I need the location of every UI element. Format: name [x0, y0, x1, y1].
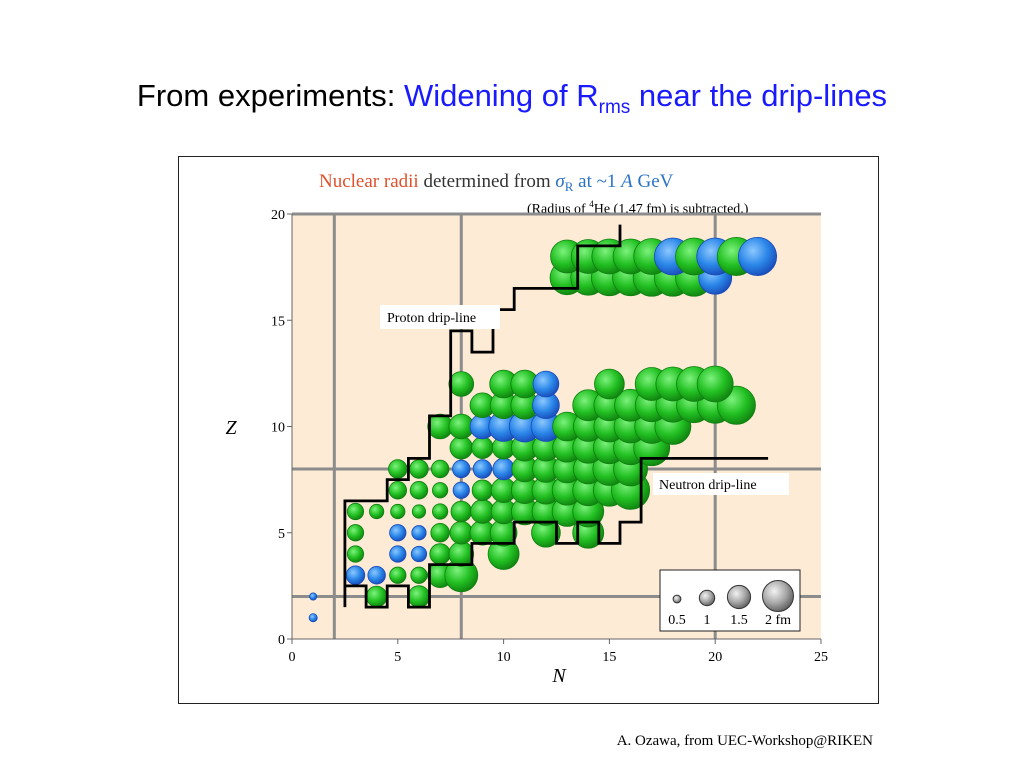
- title-suffix: near the drip-lines: [630, 78, 888, 113]
- data-point: [492, 457, 515, 481]
- data-point: [407, 585, 431, 608]
- data-point: [388, 481, 408, 500]
- data-point: [471, 479, 494, 501]
- size-legend-circle: [698, 589, 716, 607]
- data-point: [409, 481, 429, 500]
- data-point: [308, 613, 318, 623]
- x-tick-label: 20: [708, 650, 722, 665]
- figure-frame: Nuclear radii determined from σR at ~1 A…: [178, 156, 879, 704]
- x-tick-label: 10: [497, 650, 511, 665]
- data-point: [470, 499, 495, 524]
- size-legend-circle: [762, 580, 794, 612]
- data-point: [738, 237, 778, 277]
- x-tick-label: 5: [394, 650, 401, 665]
- data-point: [369, 503, 385, 520]
- data-point: [346, 502, 365, 521]
- neutron-drip-label: Neutron drip-line: [659, 478, 757, 493]
- y-axis-label: Z: [225, 417, 237, 439]
- data-point: [452, 459, 471, 479]
- chart-title-a: A: [619, 171, 633, 192]
- proton-drip-label: Proton drip-line: [387, 311, 476, 326]
- data-point: [472, 459, 493, 479]
- slide-title: From experiments: Widening of Rrms near …: [0, 78, 1024, 117]
- data-point: [410, 545, 428, 563]
- y-tick-label: 10: [271, 421, 285, 436]
- data-point: [390, 503, 406, 520]
- data-point: [696, 365, 734, 403]
- data-point: [471, 436, 494, 459]
- data-point: [449, 436, 473, 460]
- data-point: [448, 541, 475, 567]
- chart-subtitle-sup: 4: [589, 199, 594, 209]
- data-point: [429, 543, 451, 565]
- y-tick-label: 5: [278, 527, 285, 542]
- data-point: [532, 370, 560, 398]
- data-point: [346, 545, 365, 563]
- y-tick-label: 0: [278, 633, 285, 648]
- x-axis-label: N: [551, 665, 567, 687]
- data-point: [452, 481, 470, 499]
- data-point: [365, 585, 388, 608]
- neutron-drip-line: [344, 456, 769, 609]
- proton-drip-label-box: [380, 305, 500, 329]
- nuclear-radii-chart: Nuclear radii determined from σR at ~1 A…: [225, 171, 828, 687]
- data-point: [430, 459, 450, 479]
- chart-title: Nuclear radii determined from σR at ~1 A…: [319, 171, 674, 194]
- data-point: [411, 504, 427, 519]
- x-tick-label: 25: [814, 650, 828, 665]
- data-point: [432, 482, 449, 499]
- y-tick-label: 20: [271, 208, 285, 223]
- x-tick-label: 15: [602, 650, 616, 665]
- data-point: [450, 500, 472, 523]
- size-legend-label: 1.5: [730, 613, 748, 628]
- size-legend-circle: [726, 584, 752, 610]
- data-point: [389, 545, 407, 563]
- data-point: [449, 521, 473, 545]
- data-point: [345, 565, 366, 585]
- chart-title-mid: determined from: [419, 171, 556, 192]
- data-point: [346, 524, 365, 542]
- title-highlight: Widening of R: [403, 78, 599, 113]
- data-point: [448, 371, 475, 397]
- size-legend-label: 1: [704, 613, 711, 628]
- title-prefix: From experiments:: [136, 78, 404, 113]
- data-point: [430, 523, 450, 543]
- neutron-drip-label-box: [653, 473, 789, 495]
- x-tick-label: 0: [289, 650, 296, 665]
- plot-area: 0 5 10 15 20 25 0 5 10 15 20N Z Proton drip-lineNeut…: [225, 208, 828, 687]
- data-point: [432, 503, 449, 520]
- size-legend-label: 2 fm: [765, 613, 791, 628]
- data-point: [411, 525, 427, 541]
- y-tick-label: 15: [271, 314, 285, 329]
- data-point: [389, 566, 407, 584]
- chart-title-gev: GeV: [633, 171, 674, 192]
- proton-drip-line: [343, 224, 622, 608]
- chart-title-sigma: σ: [555, 171, 565, 192]
- credit-line: A. Ozawa, from UEC-Workshop@RIKEN: [616, 733, 873, 749]
- data-point: [388, 459, 408, 479]
- chart-title-at: at ~1: [573, 171, 621, 192]
- data-point: [410, 566, 428, 584]
- size-legend-label: 0.5: [668, 613, 686, 628]
- data-point: [409, 459, 429, 479]
- size-legend-circle: [672, 594, 682, 604]
- data-point: [367, 566, 386, 585]
- chart-title-sigma-sub: R: [565, 179, 574, 194]
- title-subscript: rms: [598, 97, 631, 118]
- chart-title-red: Nuclear radii: [319, 171, 419, 192]
- data-point: [309, 592, 318, 601]
- data-point: [389, 524, 407, 542]
- data-point: [594, 368, 625, 400]
